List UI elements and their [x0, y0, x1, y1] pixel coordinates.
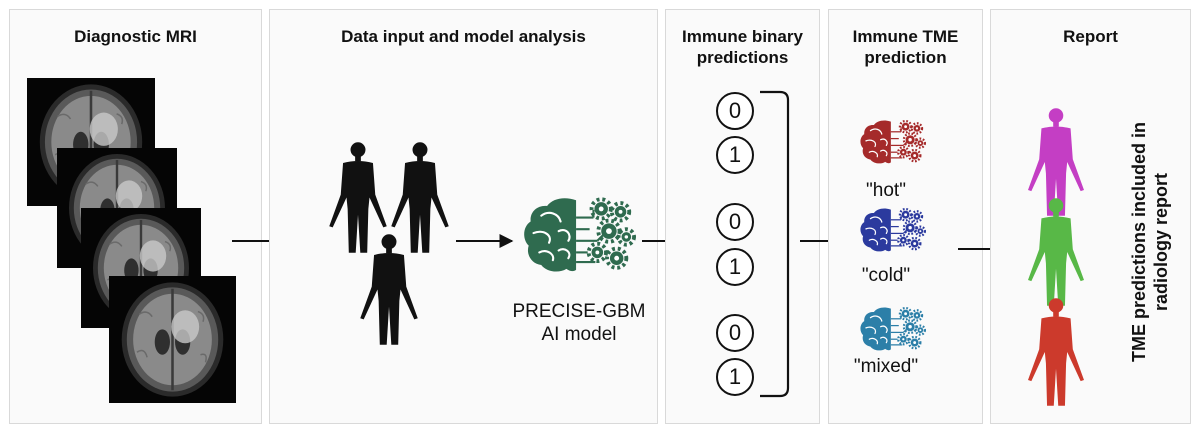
title-line1: Immune TME — [852, 27, 959, 46]
report-note-line2: radiology report — [1151, 173, 1171, 312]
cold-brain-icon — [858, 205, 926, 255]
binary-digit: 1 — [716, 358, 754, 396]
bracket — [760, 90, 790, 398]
ai-model-brain-icon — [520, 196, 636, 274]
panel-report: Report — [990, 9, 1191, 424]
report-note-line1: TME predictions included in — [1129, 122, 1149, 363]
panel-title: Diagnostic MRI — [74, 27, 197, 46]
model-name-line1: PRECISE-GBM — [512, 301, 646, 322]
panel-title: Immune TME prediction — [829, 26, 982, 68]
hot-brain-icon — [858, 117, 926, 167]
panel-title: Report — [1063, 27, 1118, 46]
binary-digit: 0 — [716, 203, 754, 241]
panel-title: Immune binary predictions — [666, 26, 819, 68]
patient-silhouette — [360, 232, 418, 347]
mri-scan-4 — [109, 272, 236, 407]
mixed-brain-icon — [858, 304, 926, 354]
title-line2: predictions — [696, 48, 789, 67]
panel-title: Data input and model analysis — [341, 27, 586, 46]
binary-digit: 0 — [716, 92, 754, 130]
tme-label-hot: "hot" — [866, 180, 906, 201]
tme-label-mixed: "mixed" — [853, 356, 919, 377]
arrow-right — [456, 234, 514, 248]
binary-digit: 0 — [716, 314, 754, 352]
model-name-line2: AI model — [541, 324, 617, 345]
binary-digit: 1 — [716, 248, 754, 286]
title-line2: prediction — [864, 48, 947, 67]
patient-figure-mixed — [1026, 296, 1086, 408]
binary-digit: 1 — [716, 136, 754, 174]
patient-figure-cold — [1026, 196, 1086, 308]
title-line1: Immune binary — [682, 27, 803, 46]
report-note: TME predictions included in radiology re… — [1128, 112, 1172, 372]
tme-label-cold: "cold" — [861, 265, 911, 286]
